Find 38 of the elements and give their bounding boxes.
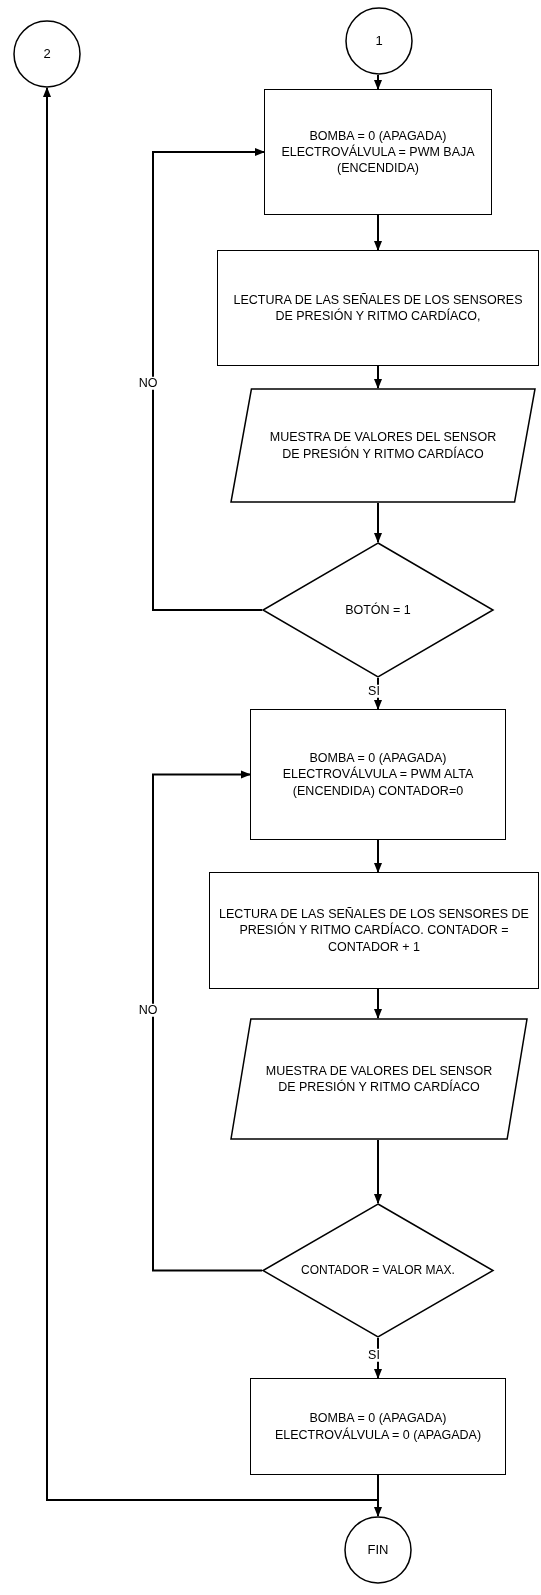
edge-label: SI: [367, 1348, 381, 1362]
arrow: [374, 214, 382, 251]
node-text: 2: [42, 45, 52, 63]
arrow: [152, 770, 263, 1272]
arrow: [152, 148, 265, 611]
node-text: LECTURA DE LAS SEÑALES DE LOS SENSORES DE PRESIÓN Y RITMO CARDÍACO,: [232, 291, 524, 325]
arrow: [374, 1139, 382, 1204]
node-text: MUESTRA DE VALORES DEL SENSOR DE PRESIÓN Y RITMO CARDÍACO: [264, 1062, 494, 1096]
node-text: BOMBA = 0 (APAGADA) ELECTROVÁLVULA = PWM BAJA (ENCENDIDA): [280, 127, 476, 177]
node-text: MUESTRA DE VALORES DEL SENSOR DE PRESIÓN Y RITMO CARDÍACO: [268, 429, 498, 462]
arrow: [374, 365, 382, 389]
process-box: [250, 1378, 506, 1475]
process-box: [217, 250, 539, 366]
node-text: 1: [374, 32, 384, 50]
data-parallelogram: [230, 388, 536, 503]
node-text: FIN: [366, 1541, 390, 1559]
decision-diamond: [262, 1203, 494, 1338]
arrow: [374, 74, 382, 90]
arrow: [374, 988, 382, 1019]
node-text: BOTÓN = 1: [344, 601, 412, 619]
node-text: BOMBA = 0 (APAGADA) ELECTROVÁLVULA = PWM ALTA (ENCENDIDA) CONTADOR=0: [281, 750, 475, 799]
arrow: [374, 502, 382, 543]
arrow: [43, 87, 379, 1501]
connector-circle: [345, 7, 413, 75]
node-text: LECTURA DE LAS SEÑALES DE LOS SENSORES DE PRESIÓN Y RITMO CARDÍACO. CONTADOR = CONTADOR + 1: [218, 906, 530, 955]
data-parallelogram: [230, 1018, 528, 1140]
process-box: [209, 872, 539, 989]
node-text: CONTADOR = VALOR MAX.: [300, 1262, 456, 1279]
process-box: [250, 709, 506, 840]
connector-circle: [13, 20, 81, 88]
edge-label: SI: [367, 684, 381, 698]
edge-label: NO: [137, 1003, 159, 1017]
edge-label: NO: [137, 376, 159, 390]
arrow: [374, 839, 382, 873]
terminal-circle: [344, 1516, 412, 1584]
decision-diamond: [262, 542, 494, 678]
process-box: [264, 89, 492, 215]
node-text: BOMBA = 0 (APAGADA) ELECTROVÁLVULA = 0 (APAGADA): [273, 1410, 483, 1443]
